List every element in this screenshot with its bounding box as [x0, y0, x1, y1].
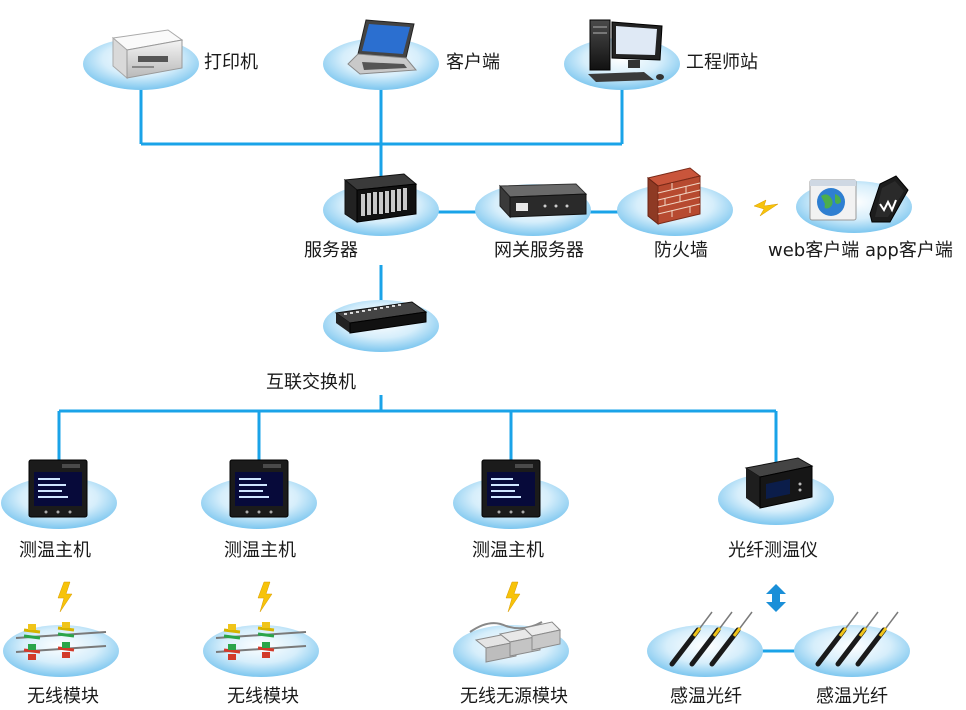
- passive-module-icon[interactable]: [469, 621, 562, 663]
- printer-icon[interactable]: [111, 29, 184, 80]
- wireless2-label: 无线模块: [227, 686, 299, 707]
- temperature-host-icon[interactable]: [229, 459, 289, 518]
- desktop-computer-icon[interactable]: [588, 19, 664, 82]
- host3-label: 测温主机: [472, 540, 544, 561]
- gateway-server-icon[interactable]: [498, 183, 588, 219]
- lightning-bolt-icon: [505, 581, 521, 613]
- fiber-instrument-label: 光纤测温仪: [728, 540, 818, 561]
- platforms: [1, 38, 912, 677]
- laptop-icon[interactable]: [347, 19, 418, 75]
- host2-label: 测温主机: [224, 540, 296, 561]
- fiber2-label: 感温光纤: [816, 686, 888, 707]
- wireless-module-icon[interactable]: [215, 622, 307, 660]
- temperature-host-icon[interactable]: [28, 459, 88, 518]
- printer-label: 打印机: [204, 52, 258, 73]
- network-switch-icon[interactable]: [334, 301, 428, 334]
- brick-firewall-icon[interactable]: [646, 167, 702, 226]
- passive-label: 无线无源模块: [460, 686, 568, 707]
- lightning-bolt-icon: [57, 581, 73, 613]
- fiber1-label: 感温光纤: [670, 686, 742, 707]
- fiber-sensor-icon[interactable]: [815, 611, 899, 667]
- client-label: 客户端: [446, 52, 500, 73]
- fiber-sensor-icon[interactable]: [669, 611, 753, 667]
- gateway-label: 网关服务器: [494, 240, 584, 261]
- rack-server-icon[interactable]: [343, 173, 418, 223]
- server-label: 服务器: [304, 240, 358, 261]
- lightning-bolt-icon: [257, 581, 273, 613]
- wireless-module-icon[interactable]: [15, 622, 107, 660]
- workstation-label: 工程师站: [686, 52, 758, 73]
- firewall-label: 防火墙: [654, 240, 708, 261]
- remote-client-label: web客户端 app客户端: [768, 240, 953, 261]
- temperature-host-icon[interactable]: [481, 459, 541, 518]
- bidirectional-arrow-icon: [766, 584, 786, 612]
- fiber-instrument-icon[interactable]: [744, 457, 814, 509]
- lightning-bolt-icon: [753, 199, 779, 217]
- wireless1-label: 无线模块: [27, 686, 99, 707]
- fiber2-platform: [794, 625, 910, 677]
- globe-and-phone-icon[interactable]: [809, 175, 909, 223]
- switch-label: 互联交换机: [266, 372, 356, 393]
- host1-label: 测温主机: [19, 540, 91, 561]
